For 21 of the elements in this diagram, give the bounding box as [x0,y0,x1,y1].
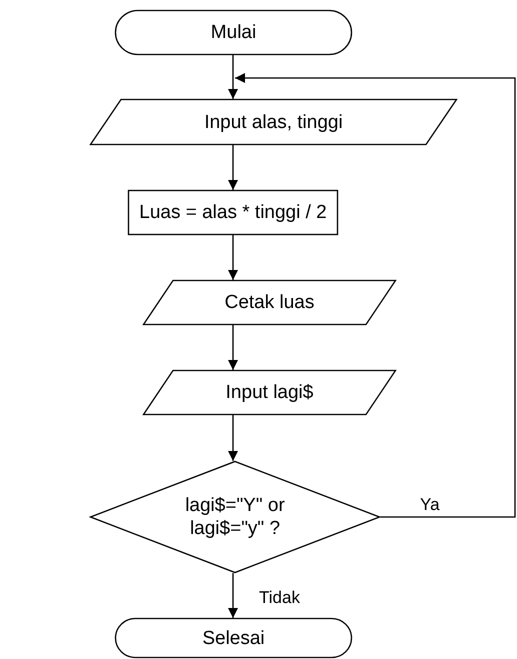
arrow [228,235,238,280]
node-text: Input alas, tinggi [204,110,343,134]
input-output-parallelogram [90,99,457,145]
decision-diamond [90,461,380,573]
node-text: Input lagi$ [226,381,314,404]
arrow [228,415,238,461]
arrow [228,55,238,99]
process-box [128,190,338,235]
terminal-shape [115,10,352,55]
node-text: Selesai [202,626,265,650]
arrow [228,325,238,370]
node-text: lagi$="Y" or lagi$="y" ? [184,494,286,540]
input-output-parallelogram [143,370,396,415]
input-output-parallelogram [143,280,396,325]
node-text: Mulai [210,21,256,44]
arrow [228,145,238,190]
arrow [235,73,516,518]
node-text: Luas = alas * tinggi / 2 [139,201,327,224]
arrow [228,573,238,618]
terminal-shape [115,618,352,658]
node-text: Cetak luas [224,291,314,314]
